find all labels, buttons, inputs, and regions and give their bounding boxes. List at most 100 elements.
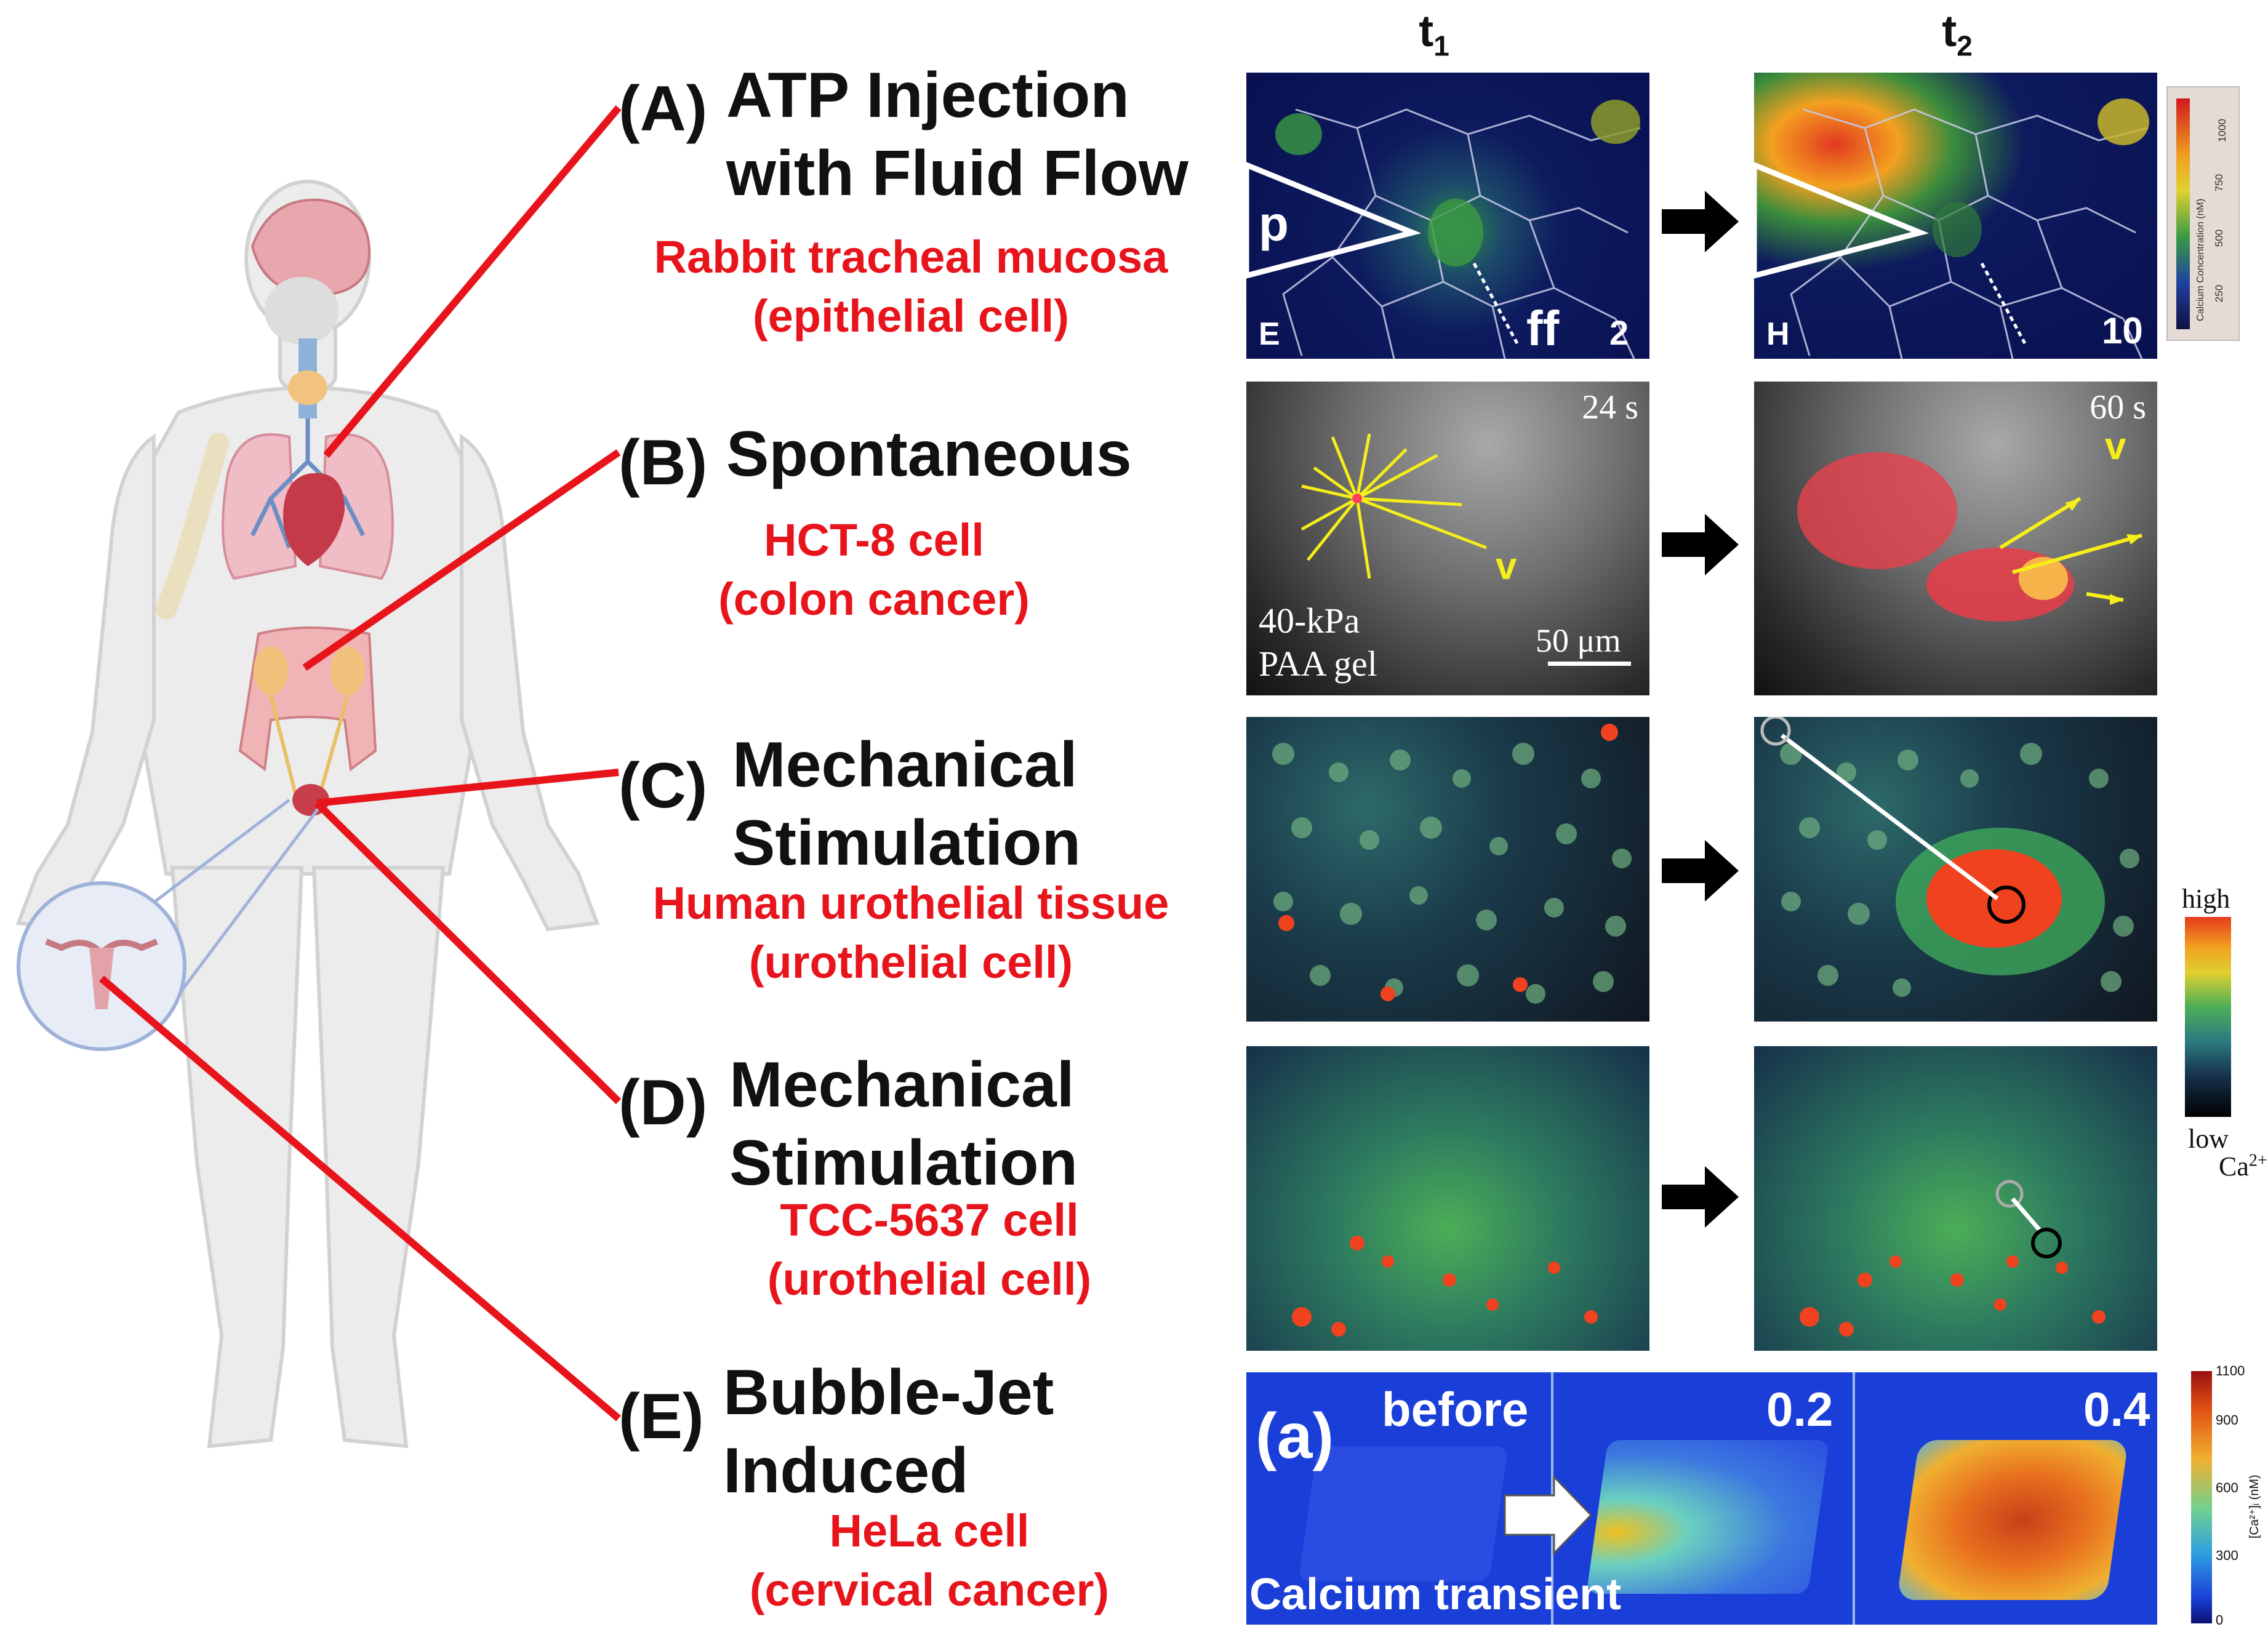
panel-b-t2: 60 s v [1754, 382, 2157, 695]
row-a-subtitle: Rabbit tracheal mucosa (epithelial cell) [634, 228, 1188, 346]
panel-b-t1-gel-2: PAA gel [1259, 644, 1377, 684]
row-d-title: Mechanical Stimulation [729, 1046, 1078, 1202]
arrow-row-b [1662, 514, 1739, 575]
panel-cd-scale-unit-ca: Ca [2219, 1151, 2249, 1182]
column-header-t2: t2 [1877, 6, 2037, 62]
row-c-title-line2: Stimulation [732, 807, 1081, 879]
panel-b-t1: 24 s v 40-kPa PAA gel 50 μm [1246, 382, 1649, 695]
row-a-title-line2: with Fluid Flow [726, 137, 1188, 209]
panel-a-scale-tick-750: 750 [2213, 174, 2226, 192]
panel-e-divider-2 [1853, 1372, 1855, 1625]
row-e-title-line1: Bubble-Jet [723, 1357, 1054, 1428]
row-a-sub1: Rabbit tracheal mucosa [654, 231, 1168, 282]
panel-e-time-04: 0.4 [2083, 1382, 2150, 1436]
panel-b-t1-v: v [1496, 545, 1517, 588]
panel-b-t2-time: 60 s [2090, 388, 2146, 426]
panel-cd-scale-low: low [2188, 1124, 2229, 1154]
row-b-sub1: HCT-8 cell [764, 514, 984, 566]
row-e-title: Bubble-Jet Induced [723, 1354, 1054, 1510]
panel-e-arrow [1504, 1474, 1593, 1556]
panel-e-scale-tick-0: 0 [2216, 1612, 2224, 1628]
panel-e-caption: Calcium transient [1249, 1570, 1622, 1619]
row-e-sub1: HeLa cell [829, 1505, 1030, 1556]
row-d-letter: (D) [619, 1067, 708, 1138]
row-d-title-line2: Stimulation [729, 1127, 1078, 1199]
cell-network-overlay [1246, 100, 1641, 359]
panel-a-scale-title: Calcium Concentration (nM) [2195, 198, 2206, 321]
panel-a-scale-tick-250: 250 [2213, 284, 2226, 303]
panel-b-t1-scale: 50 μm [1536, 622, 1621, 659]
panel-b-t2-v: v [2105, 425, 2126, 468]
row-e-letter: (E) [619, 1381, 704, 1452]
row-c-sub1: Human urothelial tissue [652, 878, 1169, 929]
panel-a-scale-bar [2176, 98, 2190, 329]
row-a-letter: (A) [619, 73, 708, 145]
panel-d-t1-cells [1292, 1236, 1598, 1337]
arrow-row-a [1662, 191, 1739, 252]
row-d-subtitle: TCC-5637 cell (urothelial cell) [720, 1191, 1139, 1309]
panel-e-label: (a) [1256, 1401, 1334, 1472]
row-a-title: ATP Injection with Fluid Flow [726, 57, 1188, 213]
row-b-subtitle: HCT-8 cell (colon cancer) [634, 511, 1114, 629]
panel-a-t1-ff: ff [1526, 301, 1560, 356]
panel-e: (a) before 0.2 0.4 Calcium transient [1246, 1372, 2157, 1625]
panel-cd-scale-high: high [2182, 884, 2230, 914]
panel-a-t2-num: 10 [2102, 310, 2143, 351]
panel-e-scale-tick-1100: 1100 [2216, 1363, 2245, 1378]
panel-b-t1-gel-1: 40-kPa [1259, 601, 1360, 641]
human-body-illustration [15, 180, 600, 1449]
row-b-sub2: (colon cancer) [718, 574, 1030, 625]
panel-b-t1-arrows [1300, 433, 1631, 666]
row-d-title-line1: Mechanical [729, 1049, 1075, 1121]
row-c-title-line1: Mechanical [732, 729, 1078, 801]
panel-cd-scale-unit: Ca2+ [2219, 1151, 2267, 1182]
panel-e-before: before [1382, 1382, 1529, 1436]
panel-c-t1-cells [1272, 724, 1632, 1004]
column-header-t1: t1 [1354, 6, 1514, 62]
panel-e-scale-tick-900: 900 [2216, 1412, 2238, 1428]
row-d-sub1: TCC-5637 cell [780, 1194, 1079, 1246]
panel-c-t1 [1246, 717, 1649, 1022]
panel-e-scale-unit: [Ca²⁺]ᵢ (nM) [2248, 1474, 2261, 1538]
column-header-t1-sub: 1 [1433, 30, 1449, 62]
panel-a-scale-tick-1000: 1000 [2216, 119, 2228, 142]
row-c-letter: (C) [619, 750, 708, 822]
column-header-t2-sub: 2 [1957, 30, 1973, 62]
cell-network-overlay-t2 [1754, 98, 2149, 359]
panel-c-t2-cells [1760, 717, 2139, 997]
panel-e-scale-tick-600: 600 [2216, 1480, 2238, 1495]
row-c-title: Mechanical Stimulation [732, 726, 1081, 882]
panel-a-t1-p: p [1259, 196, 1289, 251]
row-b-title: Spontaneous [726, 415, 1132, 494]
panel-a-t1: p E ff 2 [1246, 73, 1649, 359]
column-header-t1-label: t [1419, 7, 1434, 56]
panel-e-scale-tick-300: 300 [2216, 1548, 2238, 1563]
panel-a-scale-tick-500: 500 [2213, 229, 2226, 247]
panel-a-t2-h: H [1766, 316, 1790, 352]
row-c-subtitle: Human urothelial tissue (urothelial cell… [634, 874, 1188, 992]
panel-cd-scale-bar [2185, 917, 2231, 1117]
row-e-subtitle: HeLa cell (cervical cancer) [695, 1502, 1163, 1620]
arrow-row-d [1662, 1166, 1739, 1228]
panel-c-t2 [1754, 717, 2157, 1022]
panel-d-t2 [1754, 1046, 2157, 1351]
panel-a-color-scale: Calcium Concentration (nM) 1000 750 500 … [2166, 86, 2240, 341]
panel-d-t2-cells [1800, 1180, 2106, 1337]
panel-cd-scale-unit-sup: 2+ [2248, 1151, 2267, 1170]
row-e-title-line2: Induced [723, 1434, 969, 1506]
arrow-row-c [1662, 840, 1739, 902]
row-b-title-line1: Spontaneous [726, 418, 1132, 490]
row-a-sub2: (epithelial cell) [752, 290, 1070, 342]
row-a-title-line1: ATP Injection [726, 60, 1129, 131]
column-header-t2-label: t [1942, 7, 1957, 56]
panel-a-t1-e: E [1259, 316, 1280, 352]
panel-e-scale-bar [2191, 1371, 2212, 1623]
row-b-letter: (B) [619, 427, 708, 498]
panel-e-time-02: 0.2 [1766, 1382, 1833, 1436]
row-c-sub2: (urothelial cell) [748, 937, 1073, 988]
row-d-sub2: (urothelial cell) [767, 1254, 1092, 1305]
panel-d-t1 [1246, 1046, 1649, 1351]
panel-a-t1-num: 2 [1609, 313, 1629, 352]
panel-b-t1-time: 24 s [1582, 388, 1638, 426]
